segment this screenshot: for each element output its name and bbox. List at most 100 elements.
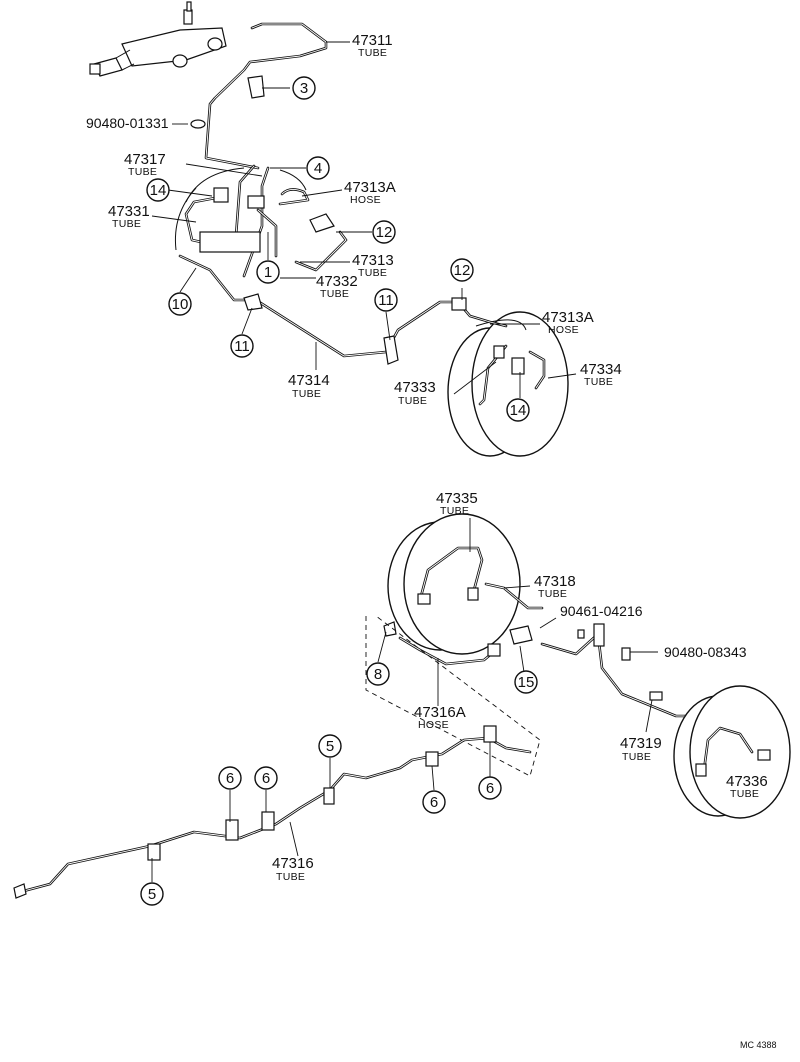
label-47335: 47335 TUBE [436, 490, 478, 517]
diagram-code: MC 4388 [740, 1040, 777, 1050]
label-47313A-mid: 47313A HOSE [542, 309, 594, 336]
svg-text:6: 6 [226, 770, 234, 787]
part-number: 47333 [394, 379, 436, 396]
part-number: 47319 [620, 735, 662, 752]
part-desc: TUBE [320, 288, 349, 300]
callout-6c: 6 [422, 790, 446, 814]
part-desc: HOSE [548, 324, 579, 336]
label-90480-08343: 90480-08343 [664, 644, 747, 660]
svg-text:11: 11 [378, 292, 394, 309]
master-cylinder [89, 1, 227, 77]
label-90461-04216: 90461-04216 [560, 603, 643, 619]
callout-15: 15 [514, 670, 538, 694]
part-desc: TUBE [398, 395, 427, 407]
svg-text:12: 12 [376, 224, 393, 241]
part-number: 47335 [436, 490, 478, 507]
part-number: 47311 [352, 32, 393, 49]
svg-text:3: 3 [300, 80, 308, 97]
part-desc: TUBE [584, 376, 613, 388]
label-47316A: 47316A HOSE [414, 704, 466, 731]
part-desc: TUBE [358, 267, 387, 279]
bolt-code: 90480-01331 [86, 115, 169, 131]
callout-3: 3 [292, 76, 316, 100]
svg-text:10: 10 [172, 296, 189, 313]
callout-8: 8 [366, 662, 390, 686]
callout-10: 10 [168, 292, 192, 316]
right-brake-drum [673, 685, 791, 819]
part-number: 47317 [124, 151, 166, 168]
label-90480-01331: 90480-01331 [86, 115, 206, 131]
svg-text:14: 14 [150, 182, 167, 199]
callout-14a: 14 [146, 178, 170, 202]
part-desc: TUBE [276, 871, 305, 883]
part-number: 47334 [580, 361, 622, 378]
label-47332: 47332 TUBE [316, 273, 358, 300]
svg-text:1: 1 [264, 264, 272, 281]
part-number: 47336 [726, 773, 768, 790]
svg-text:6: 6 [262, 770, 270, 787]
part-desc: TUBE [128, 166, 157, 178]
svg-text:8: 8 [374, 666, 382, 683]
svg-text:15: 15 [518, 674, 535, 691]
svg-text:12: 12 [454, 262, 471, 279]
part-desc: TUBE [538, 588, 567, 600]
callout-6b: 6 [254, 766, 278, 790]
label-47317: 47317 TUBE [124, 151, 166, 178]
bolt-code: 90461-04216 [560, 603, 643, 619]
part-desc: TUBE [622, 751, 651, 763]
part-desc: TUBE [292, 388, 321, 400]
svg-text:11: 11 [234, 338, 250, 355]
svg-text:14: 14 [510, 402, 527, 419]
label-47314: 47314 TUBE [288, 372, 330, 400]
callout-11b: 11 [374, 288, 398, 312]
part-number: 47318 [534, 573, 576, 590]
callout-14b: 14 [506, 398, 530, 422]
label-47331: 47331 TUBE [108, 203, 150, 230]
label-47311: 47311 TUBE [352, 32, 393, 59]
part-number: 47316 [272, 855, 314, 872]
leader-lines [151, 41, 658, 882]
part-number: 47316A [414, 704, 466, 721]
label-47318: 47318 TUBE [534, 573, 576, 600]
svg-text:6: 6 [430, 794, 438, 811]
label-47336: 47336 TUBE [726, 773, 768, 800]
label-47333: 47333 TUBE [394, 379, 436, 407]
callout-4: 4 [306, 156, 330, 180]
part-number: 47331 [108, 203, 150, 220]
label-47334: 47334 TUBE [580, 361, 622, 388]
washer-icon [190, 119, 206, 129]
svg-text:5: 5 [148, 886, 156, 903]
callout-11a: 11 [230, 334, 254, 358]
label-47319: 47319 TUBE [620, 735, 662, 763]
part-desc: TUBE [358, 47, 387, 59]
callout-5a: 5 [318, 734, 342, 758]
long-rear-tube [13, 725, 532, 899]
part-desc: HOSE [350, 194, 381, 206]
label-47316: 47316 TUBE [272, 855, 314, 883]
svg-text:4: 4 [314, 160, 322, 177]
callout-6a: 6 [218, 766, 242, 790]
part-desc: TUBE [112, 218, 141, 230]
part-desc: TUBE [440, 505, 469, 517]
lower-brake-drum [387, 513, 544, 655]
part-number: 47313A [542, 309, 594, 326]
part-desc: HOSE [418, 719, 449, 731]
svg-text:6: 6 [486, 780, 494, 797]
svg-text:5: 5 [326, 738, 334, 755]
upper-tubes [178, 22, 460, 365]
callout-12a: 12 [372, 220, 396, 244]
callout-12b: 12 [450, 258, 474, 282]
callout-1: 1 [256, 260, 280, 284]
part-number: 47313 [352, 252, 394, 269]
label-47313A-top: 47313A HOSE [344, 179, 396, 206]
part-number: 47314 [288, 372, 330, 389]
part-number: 47313A [344, 179, 396, 196]
callout-5b: 5 [140, 882, 164, 906]
front-brake-drum [174, 167, 307, 253]
label-47313: 47313 TUBE [352, 252, 394, 279]
part-desc: TUBE [730, 788, 759, 800]
callout-6d: 6 [478, 776, 502, 800]
bolt-code: 90480-08343 [664, 644, 747, 660]
part-number: 47332 [316, 273, 358, 290]
